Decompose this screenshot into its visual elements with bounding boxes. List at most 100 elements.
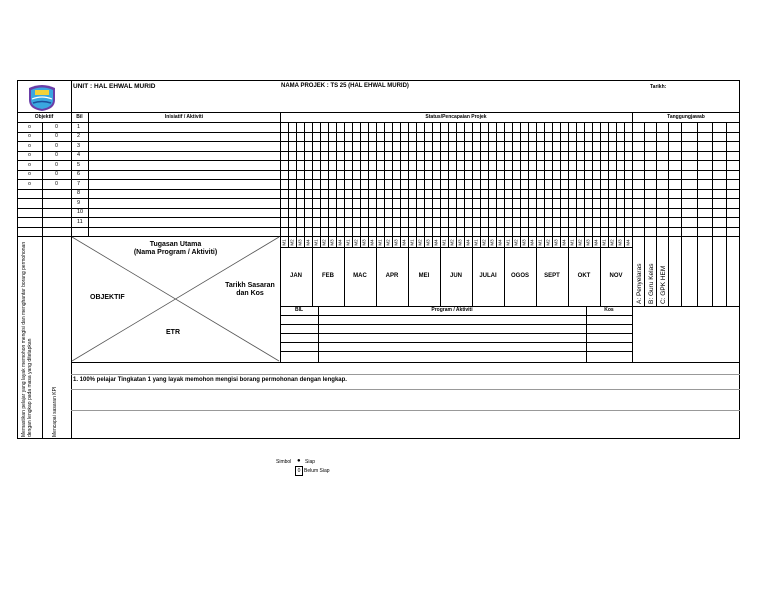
week-col-divider <box>568 122 569 247</box>
row-number: 3 <box>77 142 81 149</box>
week-col-divider <box>408 122 409 247</box>
program-row-divider <box>280 351 632 352</box>
diagram-right-2: dan Kos <box>236 290 264 297</box>
divider <box>280 112 281 362</box>
divider <box>42 122 43 439</box>
project-name: NAMA PROJEK : TS 25 (HAL EHWAL MURID) <box>281 83 409 89</box>
row-number: 7 <box>77 180 81 187</box>
week-col-divider <box>432 122 433 247</box>
objective-mark-2: 0 <box>55 133 58 139</box>
week-col-divider <box>416 122 417 247</box>
month-divider <box>600 247 601 306</box>
week-col-divider <box>592 122 593 247</box>
divider <box>71 410 740 411</box>
week-col-divider <box>288 122 289 247</box>
diagram-top-sub: (Nama Program / Aktiviti) <box>133 249 218 256</box>
month-label: MAC <box>353 273 367 279</box>
row-divider <box>17 217 740 218</box>
row-divider <box>17 141 740 142</box>
week-col-divider <box>320 122 321 247</box>
row-number: 4 <box>77 152 81 158</box>
week-col-divider <box>336 122 337 247</box>
responsibility-role: C: GPK HEM <box>660 265 667 304</box>
week-col-divider <box>296 122 297 247</box>
initiative-cell[interactable] <box>88 217 280 227</box>
week-col-divider <box>440 122 441 247</box>
week-col-divider <box>312 122 313 247</box>
initiative-cell[interactable] <box>88 208 280 218</box>
week-col-divider <box>584 122 585 247</box>
month-label: JULAI <box>479 273 497 279</box>
divider <box>88 112 89 236</box>
divider <box>71 389 740 390</box>
objective-mark-2: 0 <box>55 152 58 158</box>
initiative-cell[interactable] <box>88 198 280 208</box>
objective-mark-2: 0 <box>55 161 58 168</box>
month-label: OGOS <box>510 273 529 279</box>
divider <box>17 122 740 123</box>
month-divider <box>472 247 473 306</box>
objective-mark-2: 0 <box>55 180 58 187</box>
bil-header: Bil <box>76 114 83 120</box>
week-col-divider <box>424 122 425 247</box>
week-col-divider <box>488 122 489 247</box>
row-number: 10 <box>77 209 84 215</box>
week-col-divider <box>528 122 529 247</box>
objective-mark-2: 0 <box>55 171 58 177</box>
objective-mark-2: 0 <box>55 123 58 130</box>
objective-mark-1: o <box>28 142 31 149</box>
week-col-divider <box>512 122 513 247</box>
initiative-cell[interactable] <box>88 160 280 170</box>
done-icon: ● <box>297 458 301 464</box>
diagram-right-1: Tarikh Sasaran <box>225 282 275 289</box>
row-divider <box>17 169 740 171</box>
row-divider <box>17 198 740 199</box>
week-col-divider <box>600 122 601 247</box>
initiative-cell[interactable] <box>88 141 280 151</box>
week-col-divider <box>392 122 393 247</box>
cost-header: Kos <box>604 307 614 313</box>
week-col-divider <box>520 122 521 247</box>
month-divider <box>344 247 345 306</box>
month-label: JUN <box>449 273 462 279</box>
row-divider <box>17 207 740 209</box>
divider <box>280 247 632 248</box>
resp-col-divider <box>726 122 727 306</box>
unit-label: UNIT : HAL EHWAL MURID <box>73 83 156 90</box>
week-col-divider <box>360 122 361 247</box>
resp-col-divider <box>681 122 682 306</box>
week-col-divider <box>448 122 449 247</box>
resp-col-divider <box>668 122 669 306</box>
initiative-header: Inisiatif / Aktiviti <box>164 114 204 120</box>
row-divider <box>17 131 740 133</box>
divider <box>71 362 740 363</box>
month-divider <box>536 247 537 306</box>
kpi-line-1: 1. 100% pelajar Tingkatan 1 yang layak m… <box>73 377 347 383</box>
row-divider <box>17 188 740 190</box>
week-col-divider <box>456 122 457 247</box>
responsibility-role: B: Guru Kelas <box>648 263 655 304</box>
initiative-cell[interactable] <box>88 151 280 161</box>
objective-statement: Memastikan pelajar yang layak memohon me… <box>21 241 33 437</box>
initiative-cell[interactable] <box>88 132 280 142</box>
month-divider <box>440 247 441 306</box>
diagram-left: OBJEKTIF <box>90 294 125 301</box>
responsibility-role: A: Penyelaras <box>636 263 643 304</box>
initiative-cell[interactable] <box>88 122 280 132</box>
objective-mark-1: o <box>28 180 31 187</box>
resp-col-divider <box>644 122 645 306</box>
kpi-statement: Mencapai sasaran KPI <box>52 386 58 437</box>
month-label: JAN <box>289 273 302 279</box>
week-col-divider <box>536 122 537 247</box>
week-col-divider <box>616 122 617 247</box>
month-label: APR <box>385 273 399 279</box>
divider <box>318 306 319 362</box>
initiative-cell[interactable] <box>88 170 280 180</box>
initiative-cell[interactable] <box>88 189 280 199</box>
week-col-divider <box>552 122 553 247</box>
row-number: 5 <box>77 161 81 168</box>
week-col-divider <box>496 122 497 247</box>
week-col-divider <box>304 122 305 247</box>
row-number: 8 <box>77 190 81 196</box>
initiative-cell[interactable] <box>88 179 280 189</box>
